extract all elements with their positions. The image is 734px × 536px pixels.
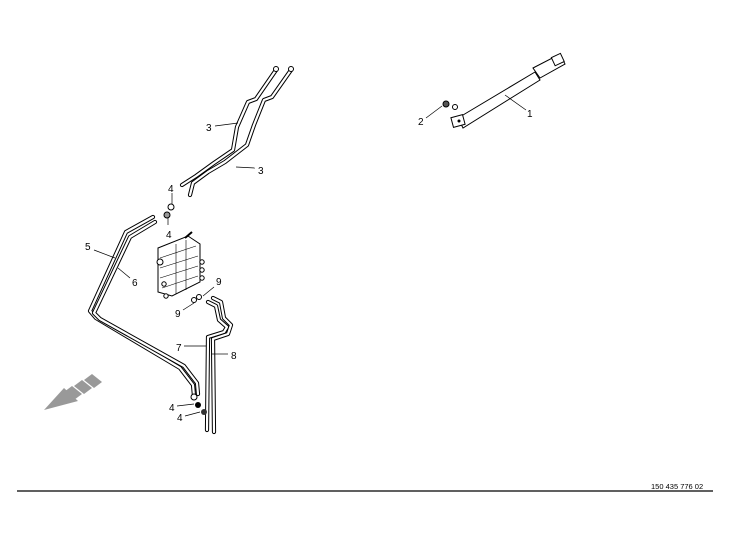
tube-3-pair <box>179 66 294 198</box>
leader-lines <box>93 94 527 417</box>
label-9: 9 <box>216 277 222 288</box>
label-5: 5 <box>85 242 91 253</box>
label-7: 7 <box>176 343 182 354</box>
label-9: 9 <box>175 309 181 320</box>
label-4: 4 <box>169 403 175 414</box>
label-3: 3 <box>206 123 212 134</box>
label-2: 2 <box>418 117 424 128</box>
label-8: 8 <box>231 351 237 362</box>
label-4: 4 <box>168 184 174 195</box>
label-1: 1 <box>527 109 533 120</box>
label-4: 4 <box>177 413 183 424</box>
fittings <box>163 100 450 415</box>
direction-arrow-icon <box>44 374 102 410</box>
part-labels: 3 3 4 4 5 6 9 9 7 8 4 4 2 1 <box>85 109 533 424</box>
control-valve-block <box>156 231 205 299</box>
hydraulic-cylinder <box>450 52 566 129</box>
label-3: 3 <box>258 166 264 177</box>
document-number: 150 435 776 02 <box>651 482 704 491</box>
label-6: 6 <box>132 278 138 289</box>
tube-7-8-pair <box>204 295 234 435</box>
tube-5-6-pair <box>87 214 201 401</box>
label-4: 4 <box>166 230 172 241</box>
